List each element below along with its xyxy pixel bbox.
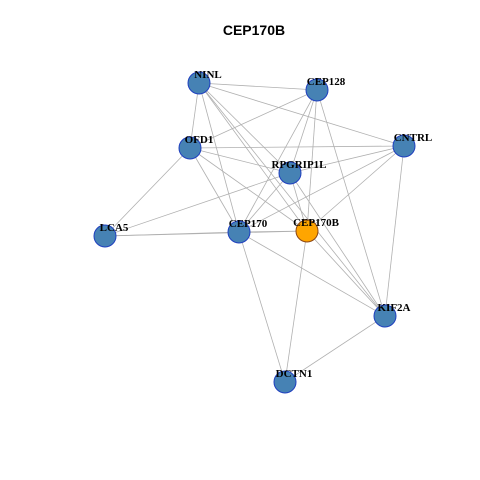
diagram-title: CEP170B (223, 22, 285, 38)
edge-cep170-kif2a (238, 231, 386, 317)
edge-cntrl-kif2a (384, 145, 405, 317)
node-label-cep170: CEP170 (229, 218, 268, 230)
edge-rpgrip1l-lca5 (104, 172, 291, 237)
edge-cntrl-cep170 (238, 145, 405, 233)
edge-ofd1-cntrl (189, 145, 405, 149)
node-cep170b (295, 219, 319, 243)
edge-ninl-cep170 (198, 82, 240, 233)
edge-cntrl-rpgrip1l (289, 145, 405, 174)
node-label-lca5: LCA5 (100, 222, 129, 234)
node-label-rpgrip1l: RPGRIP1L (272, 159, 327, 171)
node-rpgrip1l (278, 161, 302, 185)
edge-ninl-rpgrip1l (198, 82, 291, 174)
edge-layer (104, 82, 405, 383)
edge-cep170b-dctn1 (284, 230, 308, 383)
node-label-cntrl: CNTRL (394, 132, 433, 144)
edge-ninl-cep128 (198, 82, 318, 91)
node-label-kif2a: KIF2A (378, 302, 411, 314)
edge-cep170b-kif2a (306, 230, 386, 317)
node-dctn1 (273, 370, 297, 394)
edge-cep128-ofd1 (189, 89, 318, 149)
node-cep128 (305, 78, 329, 102)
edge-rpgrip1l-cep170 (238, 172, 291, 233)
edge-ofd1-cep170 (189, 147, 240, 233)
node-label-cep170b: CEP170B (293, 217, 340, 229)
node-cntrl (392, 134, 416, 158)
node-cep170 (227, 220, 251, 244)
edge-cep128-kif2a (316, 89, 386, 317)
edge-ninl-kif2a (198, 82, 386, 317)
node-label-ninl: NINL (194, 69, 222, 81)
edge-ofd1-lca5 (104, 147, 191, 237)
edge-kif2a-dctn1 (284, 315, 386, 383)
node-lca5 (93, 224, 117, 248)
edge-cep128-rpgrip1l (289, 89, 318, 174)
node-label-cep128: CEP128 (307, 76, 346, 88)
edge-ofd1-rpgrip1l (189, 147, 291, 174)
node-layer (93, 71, 416, 394)
node-ninl (187, 71, 211, 95)
node-ofd1 (178, 136, 202, 160)
edge-cntrl-cep170b (306, 145, 405, 232)
node-kif2a (373, 304, 397, 328)
edge-cep128-cep170 (238, 89, 318, 233)
edge-cep128-cep170b (306, 89, 318, 232)
edge-ofd1-cep170b (189, 147, 308, 232)
edge-rpgrip1l-kif2a (289, 172, 386, 317)
edge-cep170-dctn1 (238, 231, 286, 383)
node-label-ofd1: OFD1 (185, 134, 214, 146)
edge-ninl-cntrl (198, 82, 405, 147)
edge-ninl-cep170b (198, 82, 308, 232)
node-label-dctn1: DCTN1 (276, 368, 313, 380)
